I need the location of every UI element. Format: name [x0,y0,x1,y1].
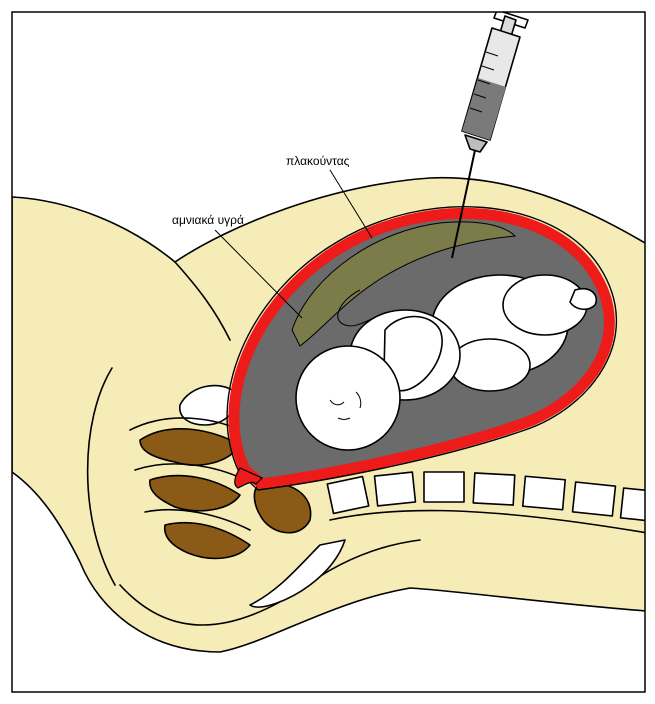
fetus-head [296,346,400,450]
vertebra [473,473,515,505]
amniotic-fluid-label: αμνιακά υγρά [172,213,244,227]
fetus-foot [570,289,596,310]
fetus-knee [450,339,530,391]
vertebra [523,476,565,509]
placenta-label: πλακούντας [286,154,350,168]
vertebra [375,472,416,506]
vertebra [327,477,368,514]
vertebra [573,482,616,516]
vertebra [424,472,464,502]
vertebra [621,488,655,522]
